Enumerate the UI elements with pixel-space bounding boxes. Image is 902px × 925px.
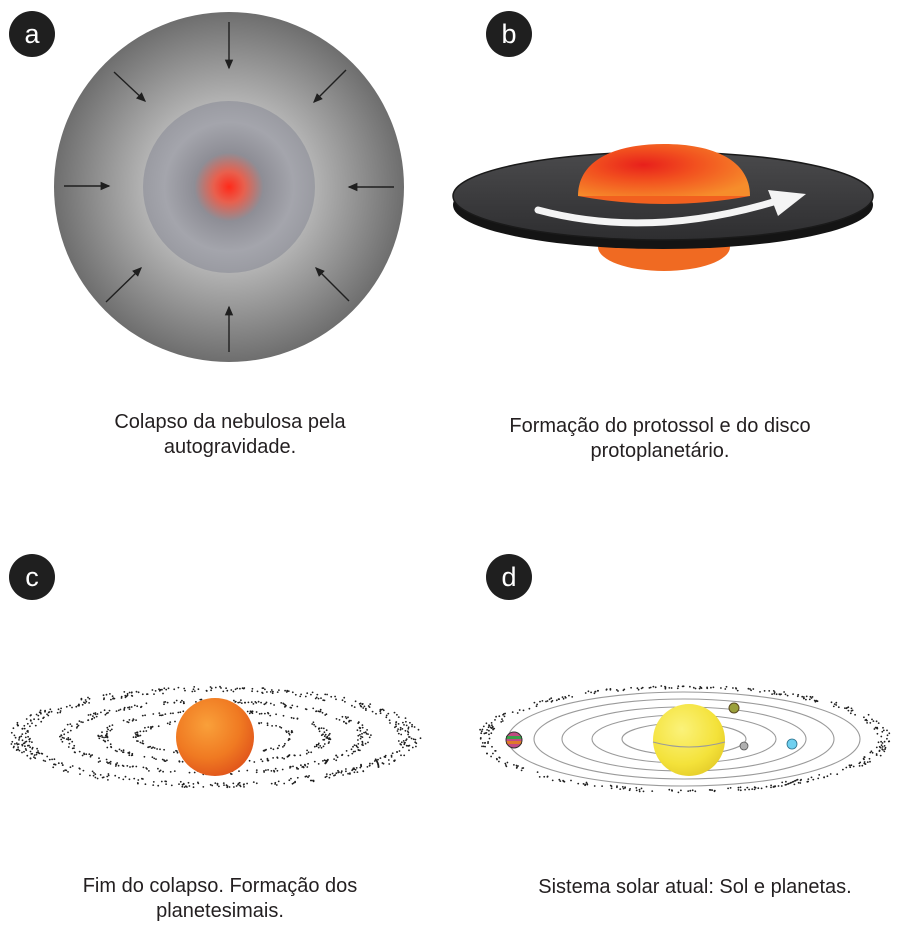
panel-a-caption: Colapso da nebulosa pela autogravidade. — [40, 410, 420, 460]
panel-a-caption-line2: autogravidade. — [163, 436, 297, 458]
inner-core — [143, 101, 315, 273]
panel-a-badge: a — [9, 11, 55, 57]
panel-a-label: a — [24, 18, 40, 49]
panel-c-label: c — [25, 561, 39, 592]
panel-d-caption-line1: Sistema solar atual: Sol e planetas. — [538, 876, 852, 898]
orbits — [507, 691, 861, 787]
panel-c-badge: c — [9, 554, 55, 600]
orbit-4 — [533, 698, 835, 780]
planet-olive — [728, 702, 740, 714]
planet-grey — [739, 741, 749, 751]
panel-b-caption-line2: protoplanetário. — [590, 440, 730, 462]
orbit-1 — [621, 722, 747, 756]
sun-front-orbit — [652, 741, 726, 748]
protosun-top — [578, 144, 750, 196]
disk-edge — [453, 161, 873, 249]
collapse-arrows — [64, 22, 394, 352]
panel-d-badge: d — [486, 554, 532, 600]
arrow-top-right — [313, 69, 347, 103]
protosun-sphere — [176, 698, 254, 776]
protosun-top-base — [578, 196, 750, 204]
panel-b-caption: Formação do protossol e do disco protopl… — [470, 414, 850, 464]
panel-d-caption: Sistema solar atual: Sol e planetas. — [500, 875, 890, 900]
arrow-bottom-left — [105, 267, 143, 303]
arrow-top-left — [113, 71, 147, 102]
panel-d-label: d — [501, 561, 517, 592]
outer-nebula — [54, 12, 404, 362]
disk-top — [452, 151, 874, 241]
panel-c-caption-line2: planetesimais. — [156, 900, 284, 922]
orbit-5 — [507, 691, 861, 787]
panel-c-caption: Fim do colapso. Formação dos planetesima… — [30, 874, 410, 924]
orbit-2 — [591, 714, 777, 764]
arrow-bottom-right — [315, 267, 350, 302]
panel-a-caption-line1: Colapso da nebulosa pela — [114, 411, 346, 433]
planet-blue — [786, 738, 798, 750]
planet-striped — [505, 731, 523, 749]
panel-c-caption-line1: Fim do colapso. Formação dos — [82, 875, 358, 897]
kuiper-belt-dust — [479, 685, 891, 794]
panel-b-caption-line1: Formação do protossol e do disco — [509, 415, 811, 437]
orbit-3 — [561, 706, 807, 772]
panel-b-label: b — [501, 18, 517, 49]
rotation-arrow — [534, 196, 784, 227]
sun-sphere — [653, 704, 725, 776]
planetesimal-dust — [10, 685, 422, 789]
protosun-bottom — [598, 223, 730, 271]
rotation-arrowhead — [768, 190, 806, 216]
panel-b-badge: b — [486, 11, 532, 57]
